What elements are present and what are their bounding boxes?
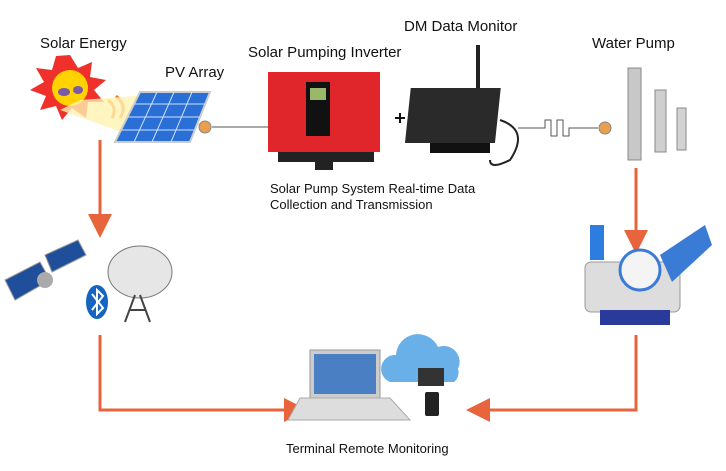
flow-arrows bbox=[88, 140, 648, 422]
laptop-icon bbox=[287, 349, 412, 421]
data-monitor-icon bbox=[404, 45, 519, 166]
satellite-icon bbox=[4, 239, 87, 301]
inverter-icon bbox=[268, 72, 380, 170]
connector-icon bbox=[198, 120, 212, 134]
connector-icon bbox=[598, 121, 612, 135]
bluetooth-icon bbox=[86, 285, 108, 319]
solar-energy-label: Solar Energy bbox=[40, 35, 127, 52]
water-pump-icon bbox=[627, 67, 687, 161]
pv-array-icon bbox=[113, 91, 212, 143]
collection-label: Solar Pump System Real-time Data Collect… bbox=[270, 181, 476, 212]
water-pump-label: Water Pump bbox=[592, 35, 675, 52]
data-monitor-label: DM Data Monitor bbox=[404, 18, 518, 35]
terminal-label: Terminal Remote Monitoring bbox=[286, 441, 449, 456]
water-meter-icon bbox=[584, 225, 712, 325]
tablet-icon bbox=[418, 368, 444, 386]
inverter-label: Solar Pumping Inverter bbox=[248, 44, 402, 61]
satellite-dish-icon bbox=[107, 245, 173, 323]
phone-icon bbox=[425, 392, 439, 416]
pv-array-label: PV Array bbox=[165, 64, 225, 81]
